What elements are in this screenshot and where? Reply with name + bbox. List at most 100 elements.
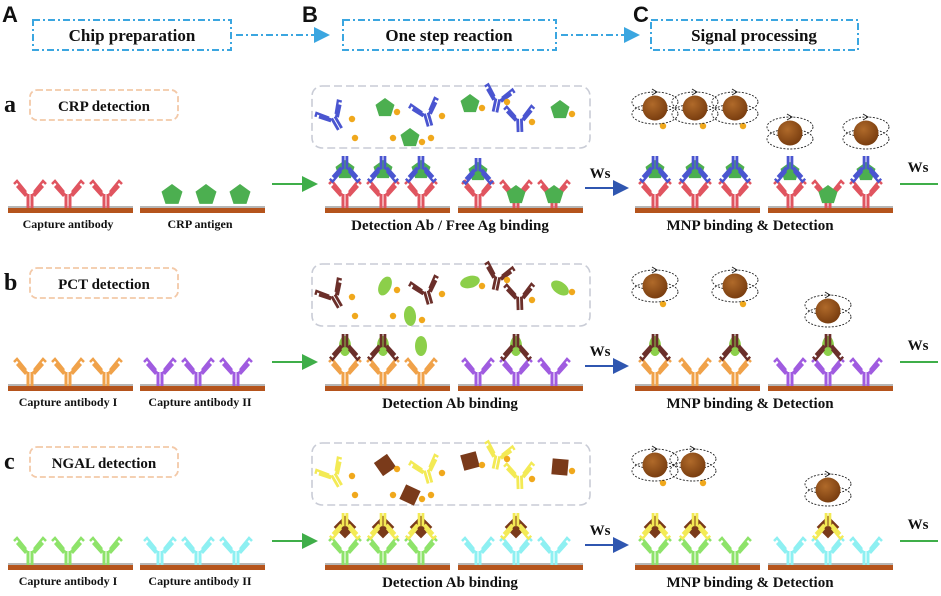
antibody bbox=[484, 260, 516, 291]
antibody bbox=[328, 357, 362, 386]
field-line bbox=[711, 269, 759, 291]
substrate bbox=[768, 386, 893, 391]
field-arrow bbox=[731, 266, 738, 274]
row-title: CRP detection bbox=[58, 99, 151, 115]
mnp-particle bbox=[766, 113, 814, 150]
antibody bbox=[461, 179, 495, 208]
antigen bbox=[550, 100, 570, 119]
antibody bbox=[366, 334, 400, 362]
substrate bbox=[325, 386, 450, 391]
field-line bbox=[842, 116, 890, 138]
wash-label: Ws bbox=[590, 523, 611, 539]
biotin-dot bbox=[528, 296, 536, 304]
biotin-dot bbox=[389, 491, 397, 499]
title-box bbox=[29, 267, 179, 299]
antibody bbox=[849, 536, 883, 565]
antibody bbox=[51, 536, 85, 565]
field-arrow bbox=[691, 88, 698, 96]
mnp-sphere bbox=[680, 452, 706, 478]
antibody bbox=[404, 179, 438, 208]
biotin-dot bbox=[393, 286, 401, 294]
antibody bbox=[718, 179, 752, 208]
field-line bbox=[804, 485, 852, 507]
biotin-dot bbox=[568, 467, 576, 475]
biotin-dot bbox=[438, 469, 446, 477]
mnp-sphere bbox=[642, 452, 668, 478]
antigen bbox=[373, 453, 397, 477]
biotin-dot bbox=[739, 300, 747, 308]
antigen bbox=[551, 458, 569, 476]
substrate bbox=[768, 208, 893, 213]
substrate bbox=[140, 208, 265, 213]
biotin-dot bbox=[351, 312, 359, 320]
biotin-dot bbox=[659, 122, 667, 130]
antibody bbox=[13, 536, 47, 565]
reaction-label: Detection Ab / Free Ag binding bbox=[351, 218, 549, 234]
substrate bbox=[635, 565, 760, 570]
field-line bbox=[631, 460, 679, 482]
field-line bbox=[669, 448, 717, 470]
antibody bbox=[503, 461, 536, 490]
solution-box bbox=[311, 442, 591, 506]
substrate bbox=[8, 386, 133, 391]
antibody bbox=[366, 536, 400, 565]
antibody bbox=[638, 156, 672, 184]
antibody bbox=[461, 536, 495, 565]
field-line bbox=[766, 128, 814, 150]
panel-letter-b: B bbox=[302, 2, 318, 27]
solution-box bbox=[311, 263, 591, 327]
row-title: PCT detection bbox=[58, 277, 150, 293]
antibody bbox=[314, 456, 343, 488]
antibody bbox=[503, 104, 536, 133]
biotin-dot bbox=[528, 118, 536, 126]
detection-label: MNP binding & Detection bbox=[666, 396, 834, 412]
antibody bbox=[328, 513, 362, 541]
antibody bbox=[314, 99, 343, 131]
antigen bbox=[460, 275, 480, 289]
biotin-dot bbox=[393, 465, 401, 473]
antigen bbox=[460, 451, 480, 471]
biotin-dot bbox=[427, 491, 435, 499]
antibody bbox=[638, 513, 672, 541]
field-line bbox=[631, 91, 679, 113]
field-line bbox=[766, 116, 814, 138]
solution-box bbox=[311, 85, 591, 149]
field-line bbox=[842, 128, 890, 150]
antibody bbox=[638, 357, 672, 386]
antibody bbox=[499, 357, 533, 386]
field-arrow bbox=[824, 470, 831, 478]
biotin-dot bbox=[528, 475, 536, 483]
field-line bbox=[711, 103, 759, 125]
antibody bbox=[484, 82, 516, 113]
field-arrow bbox=[651, 266, 658, 274]
step-box-chip-preparation: Chip preparation bbox=[32, 19, 232, 51]
field-line bbox=[671, 103, 719, 125]
antibody bbox=[678, 179, 712, 208]
mnp-sphere bbox=[722, 95, 748, 121]
antibody bbox=[499, 536, 533, 565]
antibody bbox=[51, 179, 85, 208]
wash-label-right: Ws bbox=[908, 517, 929, 533]
title-box bbox=[29, 89, 179, 121]
antibody bbox=[366, 357, 400, 386]
substrate bbox=[325, 208, 450, 213]
antibody bbox=[718, 156, 752, 184]
mnp-sphere bbox=[682, 95, 708, 121]
antibody bbox=[773, 156, 807, 184]
antibody bbox=[404, 156, 438, 184]
antibody bbox=[404, 357, 438, 386]
biotin-dot bbox=[427, 134, 435, 142]
detection-label: MNP binding & Detection bbox=[666, 575, 834, 591]
antibody bbox=[181, 357, 215, 386]
wash-label-right: Ws bbox=[908, 160, 929, 176]
antibody bbox=[849, 357, 883, 386]
biotin-dot bbox=[568, 110, 576, 118]
antibody bbox=[499, 513, 533, 541]
antibody bbox=[811, 513, 845, 541]
antibody bbox=[678, 156, 712, 184]
substrate bbox=[458, 386, 583, 391]
reaction-label: Detection Ab binding bbox=[382, 396, 518, 412]
antibody bbox=[461, 158, 495, 186]
antibody bbox=[638, 179, 672, 208]
